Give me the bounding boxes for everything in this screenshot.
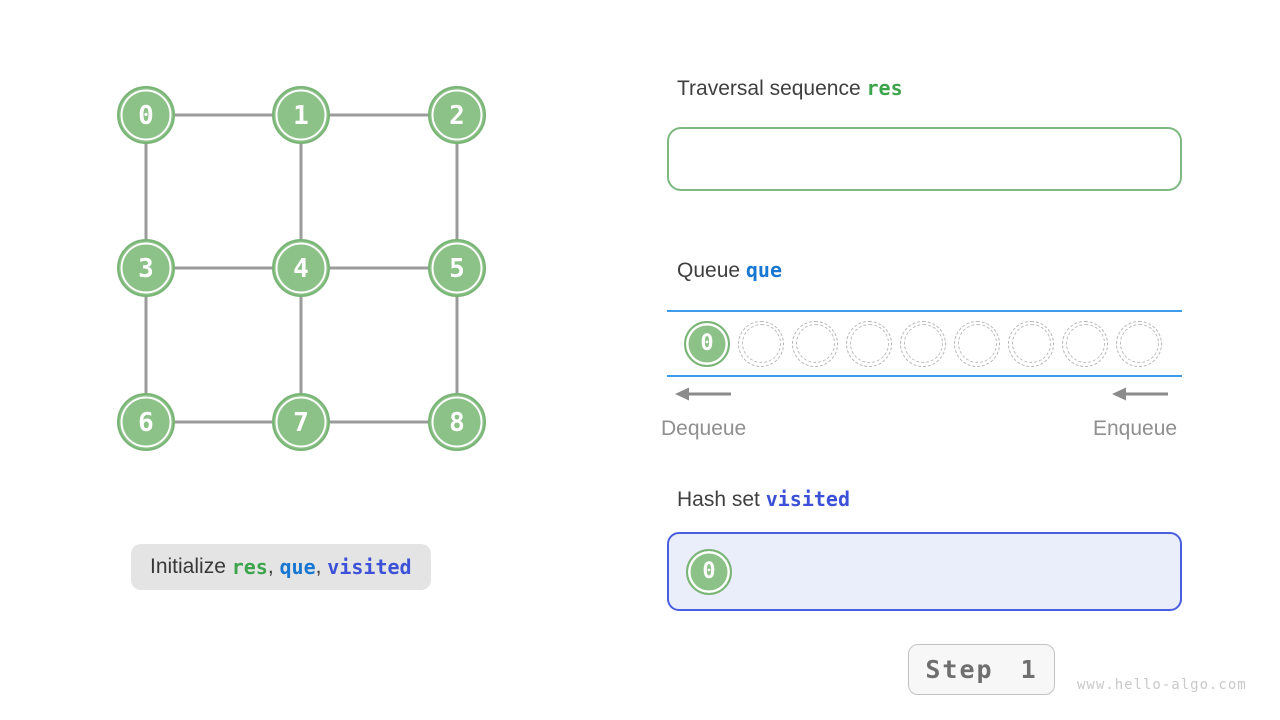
step-caption: Initialize res, que, visited [131, 544, 431, 590]
queue-empty-slot [792, 320, 838, 367]
queue-heading: Queue que [677, 258, 782, 283]
queue-empty-slot [738, 320, 784, 367]
queue-heading-label: Queue [677, 259, 746, 282]
graph-node-5: 5 [428, 239, 486, 297]
state-panel: Traversal sequence res Queue que 0 Deque… [661, 0, 1182, 720]
graph-node-0: 0 [117, 86, 175, 144]
que-variable-name: que [745, 258, 783, 282]
caption-res-keyword: res [231, 555, 268, 579]
queue-empty-slot [900, 320, 946, 367]
graph-node-label: 7 [293, 408, 309, 438]
caption-separator: , [267, 555, 280, 578]
graph-node-2: 2 [428, 86, 486, 144]
traversal-sequence-box [667, 127, 1182, 191]
caption-visited-keyword: visited [327, 555, 412, 579]
graph-node-label: 5 [449, 254, 465, 284]
visited-set-box: 0 [667, 532, 1182, 611]
graph-node-1: 1 [272, 86, 330, 144]
visited-variable-name: visited [765, 487, 851, 511]
graph-node-4: 4 [272, 239, 330, 297]
graph-node-6: 6 [117, 393, 175, 451]
graph-svg: 0 1 2 3 4 5 6 7 8 [117, 86, 486, 451]
caption-que-keyword: que [279, 555, 316, 579]
visited-heading-label: Hash set [677, 488, 766, 511]
queue-empty-slot [1062, 320, 1108, 367]
caption-action-text: Initialize [150, 555, 232, 578]
graph-node-label: 1 [293, 101, 309, 131]
queue-empty-slot [954, 320, 1000, 367]
visited-heading: Hash set visited [677, 487, 850, 512]
graph-node-8: 8 [428, 393, 486, 451]
traversal-heading-label: Traversal sequence [677, 77, 867, 100]
queue-empty-slot [1008, 320, 1054, 367]
enqueue-label: Enqueue [1093, 417, 1178, 440]
queue-empty-slot [1116, 320, 1162, 367]
dequeue-arrow-icon [675, 387, 731, 401]
graph-node-7: 7 [272, 393, 330, 451]
graph-nodes: 0 1 2 3 4 5 6 7 8 [117, 86, 486, 451]
graph-node-label: 4 [293, 254, 309, 284]
visited-item: 0 [686, 548, 732, 595]
graph-node-label: 8 [449, 408, 465, 438]
watermark: www.hello-algo.com [1077, 677, 1247, 693]
graph-node-label: 3 [138, 254, 154, 284]
graph-panel: 0 1 2 3 4 5 6 7 8 [80, 60, 530, 480]
graph-node-3: 3 [117, 239, 175, 297]
caption-separator: , [315, 555, 328, 578]
graph-node-label: 2 [449, 101, 465, 131]
queue-item: 0 [684, 320, 730, 367]
enqueue-arrow-icon [1112, 387, 1168, 401]
graph-node-label: 0 [138, 101, 154, 131]
dequeue-label: Dequeue [661, 417, 747, 440]
step-button[interactable]: Step 1 [908, 644, 1055, 695]
res-variable-name: res [866, 76, 903, 100]
queue-empty-slot [846, 320, 892, 367]
queue-strip: 0 [667, 310, 1182, 377]
traversal-heading: Traversal sequence res [677, 76, 903, 101]
graph-node-label: 6 [138, 408, 154, 438]
